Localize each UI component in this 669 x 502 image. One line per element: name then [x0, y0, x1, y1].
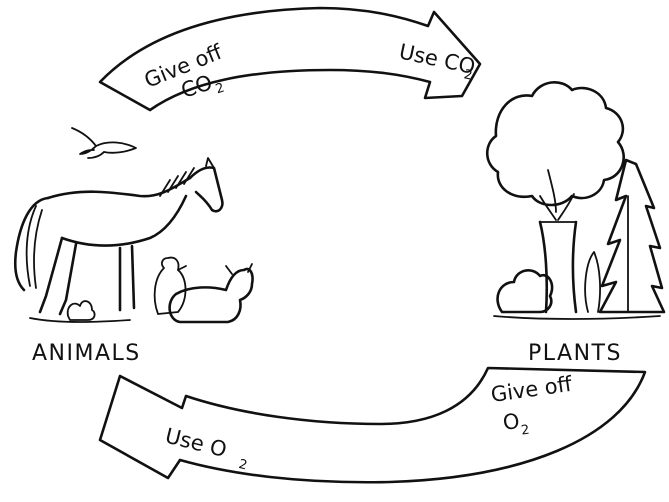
bush-drawing	[496, 269, 554, 314]
bottom-arrow-right-line1: Give off	[489, 372, 574, 407]
bottom-arrow-left-text: Use O	[163, 424, 229, 462]
top-arrow-right-subscript: 2	[462, 67, 473, 83]
plants-label: PLANTS	[528, 341, 622, 366]
small-rocks-drawing	[66, 300, 96, 321]
top-arrow-left-subscript: 2	[214, 80, 227, 97]
co2-arrow	[98, 6, 482, 112]
bird-drawing	[71, 127, 137, 159]
bottom-arrow-right-line2: O	[501, 409, 521, 435]
bottom-arrow-right-subscript: 2	[520, 423, 530, 439]
animals-label: ANIMALS	[32, 341, 141, 366]
bottom-arrow-right-text: Give off	[489, 372, 574, 407]
lamb-drawing	[168, 263, 254, 324]
plants-ground-line	[493, 315, 661, 320]
penguin-drawing	[153, 256, 187, 315]
bottom-arrow-left-subscript: 2	[237, 457, 249, 474]
o2-arrow	[98, 366, 647, 484]
bottom-arrow-right-o2: O 2	[501, 409, 530, 439]
horse-drawing	[13, 157, 224, 323]
small-shrub-drawing	[584, 251, 601, 313]
deciduous-tree-drawing	[485, 81, 625, 314]
pine-tree-drawing	[598, 158, 666, 314]
